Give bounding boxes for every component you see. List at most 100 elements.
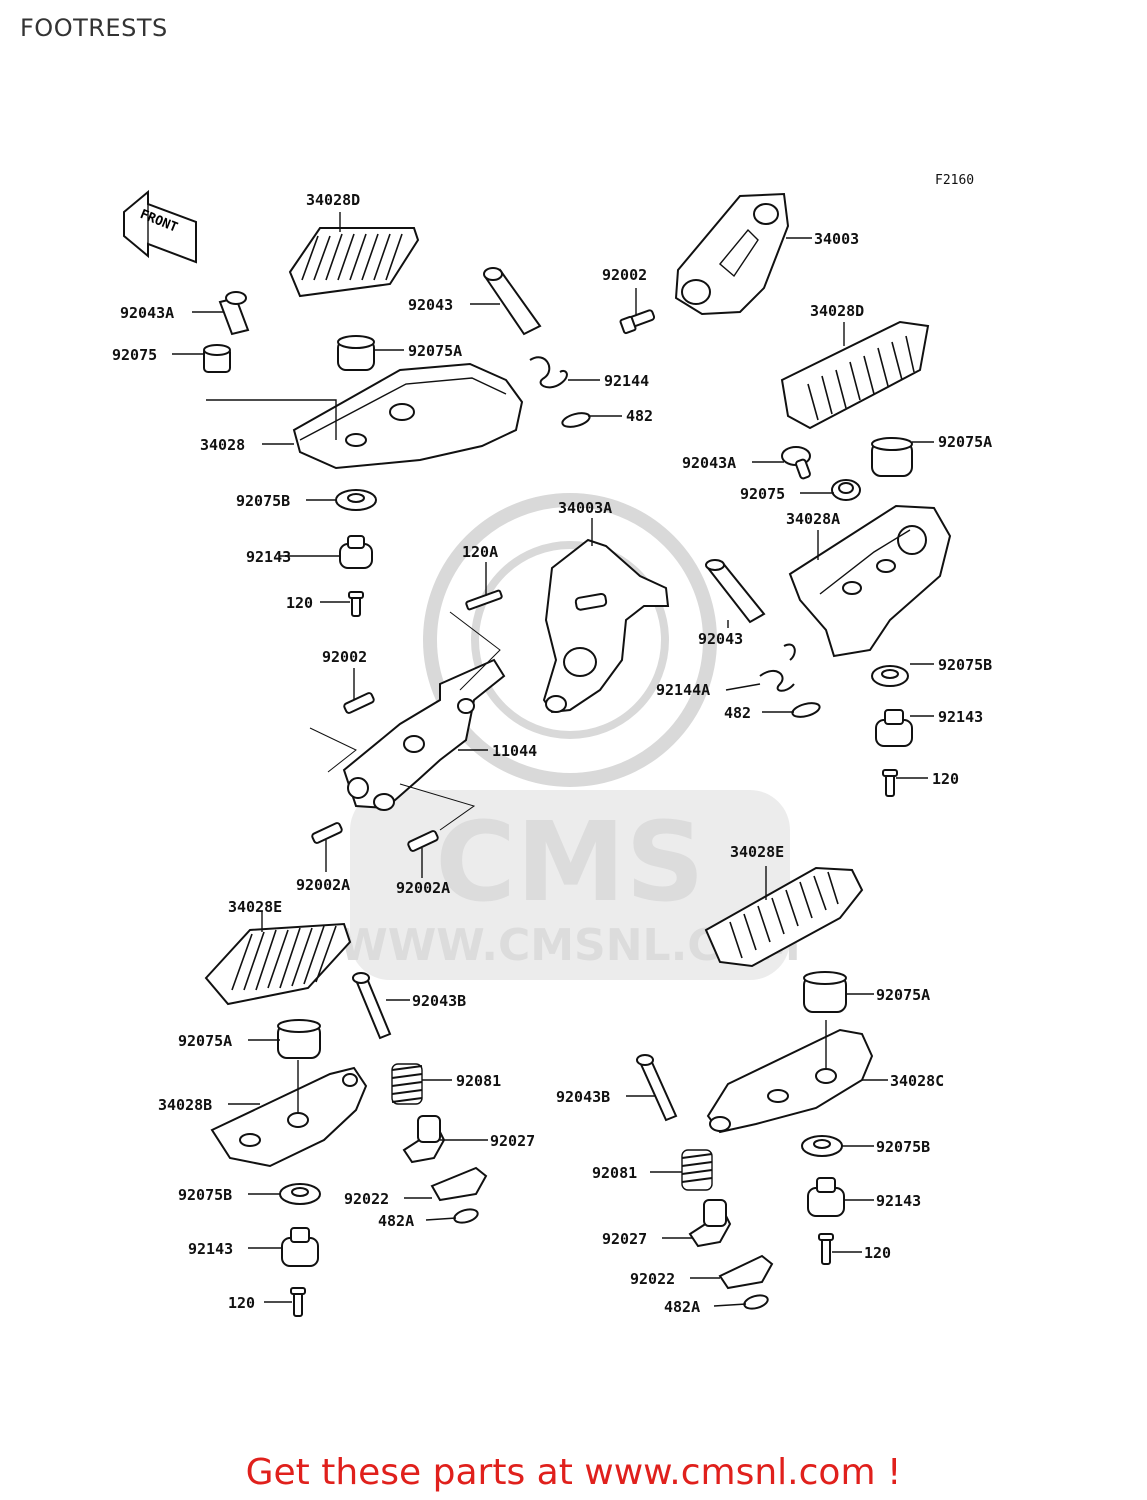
label-482A-right: 482A [664, 1298, 700, 1316]
part-92022-left [430, 1166, 488, 1202]
part-92075B-right [871, 665, 909, 687]
part-120-left [348, 591, 364, 617]
label-120-right: 120 [932, 770, 959, 788]
label-92027-left: 92027 [490, 1132, 535, 1150]
label-482-upper: 482 [626, 407, 653, 425]
label-120A: 120A [462, 543, 498, 561]
label-34028E-left: 34028E [228, 898, 282, 916]
part-92081-right [681, 1149, 713, 1191]
footer-link[interactable]: Get these parts at www.cmsnl.com ! [245, 1452, 902, 1493]
part-92144A [759, 643, 796, 692]
part-92043A-left [218, 291, 250, 336]
part-92075A-right-lower [803, 971, 847, 1013]
label-92022-right: 92022 [630, 1270, 675, 1288]
part-34028B [210, 1060, 368, 1168]
label-92027-right: 92027 [602, 1230, 647, 1248]
part-92143-right-lower [807, 1177, 845, 1217]
label-120-right-lower: 120 [864, 1244, 891, 1262]
part-34028A [788, 504, 952, 658]
label-92143-left-lower: 92143 [188, 1240, 233, 1258]
part-34003A [542, 538, 670, 714]
label-34028D-right: 34028D [810, 302, 864, 320]
part-92075B-left [335, 489, 377, 511]
part-92075-left [203, 344, 231, 373]
label-92075A-right: 92075A [938, 433, 992, 451]
part-92043A-right [781, 446, 811, 480]
part-482A-left [453, 1208, 479, 1224]
label-11044: 11044 [492, 742, 537, 760]
label-34028E-right: 34028E [730, 843, 784, 861]
part-92002A-left [311, 822, 343, 844]
label-92002-center: 92002 [322, 648, 367, 666]
label-92075B-left-lower: 92075B [178, 1186, 232, 1204]
label-92043-center: 92043 [698, 630, 743, 648]
part-92075A-right [871, 437, 913, 477]
label-92143-left: 92143 [246, 548, 291, 566]
label-92144A: 92144A [656, 681, 710, 699]
label-92043A-left: 92043A [120, 304, 174, 322]
part-34028C [706, 1020, 874, 1134]
label-34003A: 34003A [558, 499, 612, 517]
part-34028E-right [704, 866, 864, 968]
label-92081-right: 92081 [592, 1164, 637, 1182]
part-92002-center [343, 692, 375, 714]
front-arrow-icon: FRONT [123, 189, 197, 264]
label-92075A-right-lower: 92075A [876, 986, 930, 1004]
label-34003: 34003 [814, 230, 859, 248]
part-120A [465, 589, 503, 611]
part-120-right [882, 769, 898, 797]
label-92075-right: 92075 [740, 485, 785, 503]
label-34028: 34028 [200, 436, 245, 454]
label-34028A: 34028A [786, 510, 840, 528]
part-92002-upper [619, 309, 656, 335]
part-482-center [791, 702, 821, 718]
part-92075B-left-lower [279, 1183, 321, 1205]
label-34028B: 34028B [158, 1096, 212, 1114]
part-482-upper [561, 412, 591, 428]
label-92043B-left: 92043B [412, 992, 466, 1010]
part-92143-left-lower [281, 1227, 319, 1267]
part-92144-upper [529, 356, 568, 389]
label-92043B-right: 92043B [556, 1088, 610, 1106]
label-120-left-lower: 120 [228, 1294, 255, 1312]
label-92075B-right: 92075B [938, 656, 992, 674]
part-92043B-left [352, 972, 392, 1040]
label-92002A-right: 92002A [396, 879, 450, 897]
part-92075-right [831, 479, 861, 501]
part-482A-right [743, 1294, 769, 1310]
label-120-left: 120 [286, 594, 313, 612]
label-482A-left: 482A [378, 1212, 414, 1230]
label-92043-upper: 92043 [408, 296, 453, 314]
label-92075A-left: 92075A [408, 342, 462, 360]
label-92043A-right: 92043A [682, 454, 736, 472]
leader-lines [172, 237, 934, 1307]
label-92143-right: 92143 [938, 708, 983, 726]
part-120-left-lower [290, 1287, 306, 1317]
part-120-right-lower [818, 1233, 834, 1265]
watermark-brand: CMS [435, 798, 704, 926]
part-labels: 34028D 92043A 92075 34028 92075B 92143 1… [112, 191, 992, 1316]
part-92143-right [875, 709, 913, 747]
label-92075B-right-lower: 92075B [876, 1138, 930, 1156]
figure-code: F2160 [935, 173, 974, 188]
part-92043-center [705, 559, 766, 624]
label-92081-left: 92081 [456, 1072, 501, 1090]
label-92002-upper: 92002 [602, 266, 647, 284]
exploded-parts-diagram: CMS WWW.CMSNL.COM F2160 FRONT [112, 173, 992, 1317]
part-34028D-right [780, 320, 930, 430]
part-92043-upper [483, 267, 542, 336]
label-92022-left: 92022 [344, 1190, 389, 1208]
label-92002A-left: 92002A [296, 876, 350, 894]
page-title: FOOTRESTS [20, 14, 168, 42]
part-34028E-left [204, 912, 352, 1006]
label-92075A-left-lower: 92075A [178, 1032, 232, 1050]
part-92143-left [339, 535, 373, 569]
label-34028D-left: 34028D [306, 191, 360, 209]
part-92081-left [391, 1063, 423, 1105]
part-92075A-left [337, 335, 375, 371]
label-34028C: 34028C [890, 1072, 944, 1090]
label-482-center: 482 [724, 704, 751, 722]
label-92075-left: 92075 [112, 346, 157, 364]
part-34028 [206, 362, 524, 470]
label-92144: 92144 [604, 372, 649, 390]
